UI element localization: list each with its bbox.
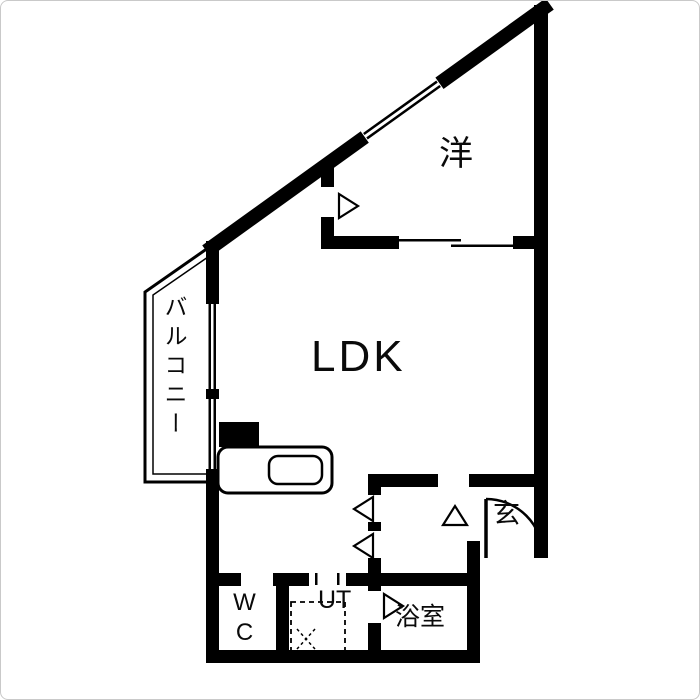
entrance-label: 玄 — [493, 499, 520, 529]
sink — [267, 454, 324, 486]
sliding-door-gap — [399, 235, 513, 250]
bathroom-label: 浴室 — [395, 603, 446, 631]
bathroom-door-triangle-icon — [382, 592, 406, 620]
window-lines — [208, 76, 513, 585]
sliding-door-line-2 — [451, 244, 513, 247]
wall-bath-right — [467, 541, 480, 663]
sliding-door-line-1 — [399, 239, 461, 242]
corridor-door-triangle-icon-2 — [351, 532, 375, 560]
kitchen-wall-block — [214, 422, 259, 447]
diagonal-window — [359, 76, 445, 144]
entrance-step-triangle-icon — [441, 503, 469, 527]
window2-line-b — [213, 399, 216, 469]
wall-wc-right — [276, 586, 289, 650]
door-markers — [337, 192, 469, 620]
utility-door-tick-a — [315, 573, 318, 585]
kitchen-counter — [216, 445, 334, 495]
utility-door-tick-b — [337, 573, 340, 585]
wall-openings — [206, 187, 513, 623]
entrance-door-swing-icon — [484, 497, 545, 558]
utility-label: UT — [318, 586, 352, 614]
wall-bottom — [206, 650, 480, 663]
western-door-triangle-icon — [337, 192, 361, 220]
wc-label: WC — [231, 589, 258, 649]
wall-right — [534, 5, 548, 558]
balcony-window-gap-1 — [206, 304, 219, 389]
bathroom-door-gap — [368, 591, 381, 623]
corridor-door-triangle-icon-1 — [351, 495, 375, 523]
entrance-top-gap — [438, 473, 469, 488]
window1-line-b — [213, 304, 216, 389]
washing-machine-space-icon — [290, 601, 346, 655]
utility-door-gap — [309, 572, 346, 587]
western-room-label: 洋 — [439, 135, 473, 173]
balcony-label: バルコニー — [161, 295, 187, 440]
window2-line-a — [208, 399, 211, 469]
wc-door-gap — [241, 572, 273, 587]
window1-line-a — [208, 304, 211, 389]
western-door-gap — [321, 187, 334, 217]
ldk-label: LDK — [311, 332, 406, 381]
